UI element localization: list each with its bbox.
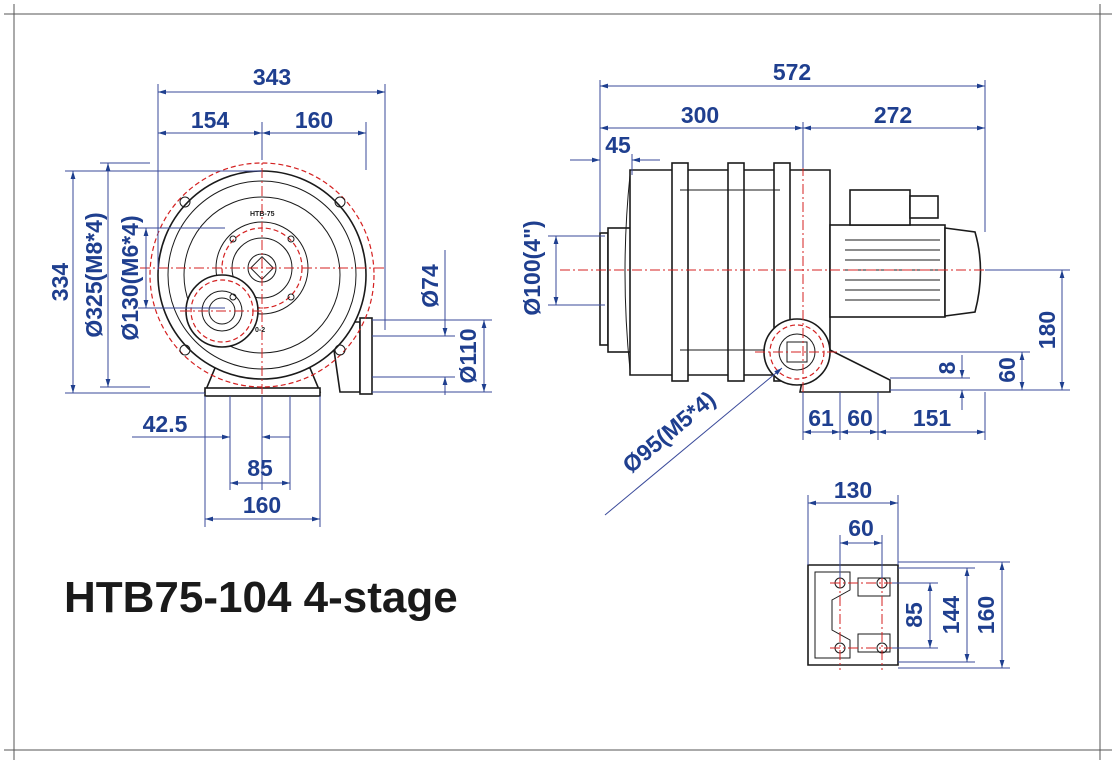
- dim-side-base-height: 60: [994, 357, 1020, 383]
- side-motor-endcap: [944, 227, 982, 317]
- side-inlet-flange: [599, 232, 609, 346]
- dim-base-inner-depth: 85: [901, 602, 927, 628]
- side-view: 572 300 272 45 Ø100(4") Ø95(M5*4) 180 60…: [519, 59, 1070, 516]
- front-nameplate: HTB-75: [250, 211, 275, 218]
- dim-side-foot-b: 60: [847, 405, 873, 431]
- dim-base-depth: 160: [973, 596, 999, 634]
- bolt: [334, 196, 346, 208]
- side-motor: [829, 224, 946, 318]
- dim-front-base-offset: 42.5: [143, 411, 188, 437]
- front-bolt-circle-325: [149, 162, 375, 388]
- dim-side-length: 572: [773, 59, 811, 85]
- dim-front-left: 154: [191, 107, 230, 133]
- dim-front-outlet-110: Ø110: [455, 329, 481, 384]
- front-small-mark: 0-2: [255, 327, 265, 334]
- dim-side-foot-c: 151: [913, 405, 952, 431]
- dim-front-bolt-325: Ø325(M8*4): [81, 212, 107, 337]
- front-outlet-flange: [359, 317, 373, 395]
- bolt: [334, 344, 346, 356]
- dim-side-body: 300: [681, 102, 719, 128]
- dim-front-base-inner: 85: [247, 455, 273, 481]
- dim-side-foot-a: 61: [808, 405, 834, 431]
- dim-front-base-outer: 160: [243, 492, 281, 518]
- base-view: 130 60 85 144 160: [807, 477, 1010, 670]
- dim-side-inlet: Ø100(4"): [519, 220, 545, 315]
- dim-front-height: 334: [47, 263, 73, 302]
- dim-front-width: 343: [253, 64, 291, 90]
- dim-side-base-step: 8: [934, 361, 960, 374]
- bolt: [179, 196, 191, 208]
- dim-side-center-height: 180: [1034, 311, 1060, 349]
- dim-front-right: 160: [295, 107, 333, 133]
- dim-front-bolt-130: Ø130(M6*4): [117, 215, 143, 340]
- dim-side-motor: 272: [874, 102, 912, 128]
- drawing-title: HTB75-104 4-stage: [64, 573, 458, 622]
- side-terminal-box: [849, 189, 911, 226]
- base-plate: [807, 564, 899, 666]
- front-view: HTB-75 0-2 343 154 160 334 Ø325(M8*4) Ø1…: [47, 64, 492, 527]
- dim-base-inner-width: 60: [848, 515, 874, 541]
- dim-front-outlet-74: Ø74: [417, 264, 443, 308]
- bolt: [179, 344, 191, 356]
- page-frame: [4, 4, 1112, 760]
- dim-base-width: 130: [834, 477, 872, 503]
- side-clamp: [671, 162, 689, 382]
- side-clamp: [727, 162, 745, 382]
- dim-base-mid-depth: 144: [938, 596, 964, 635]
- dim-side-flange: 45: [605, 132, 631, 158]
